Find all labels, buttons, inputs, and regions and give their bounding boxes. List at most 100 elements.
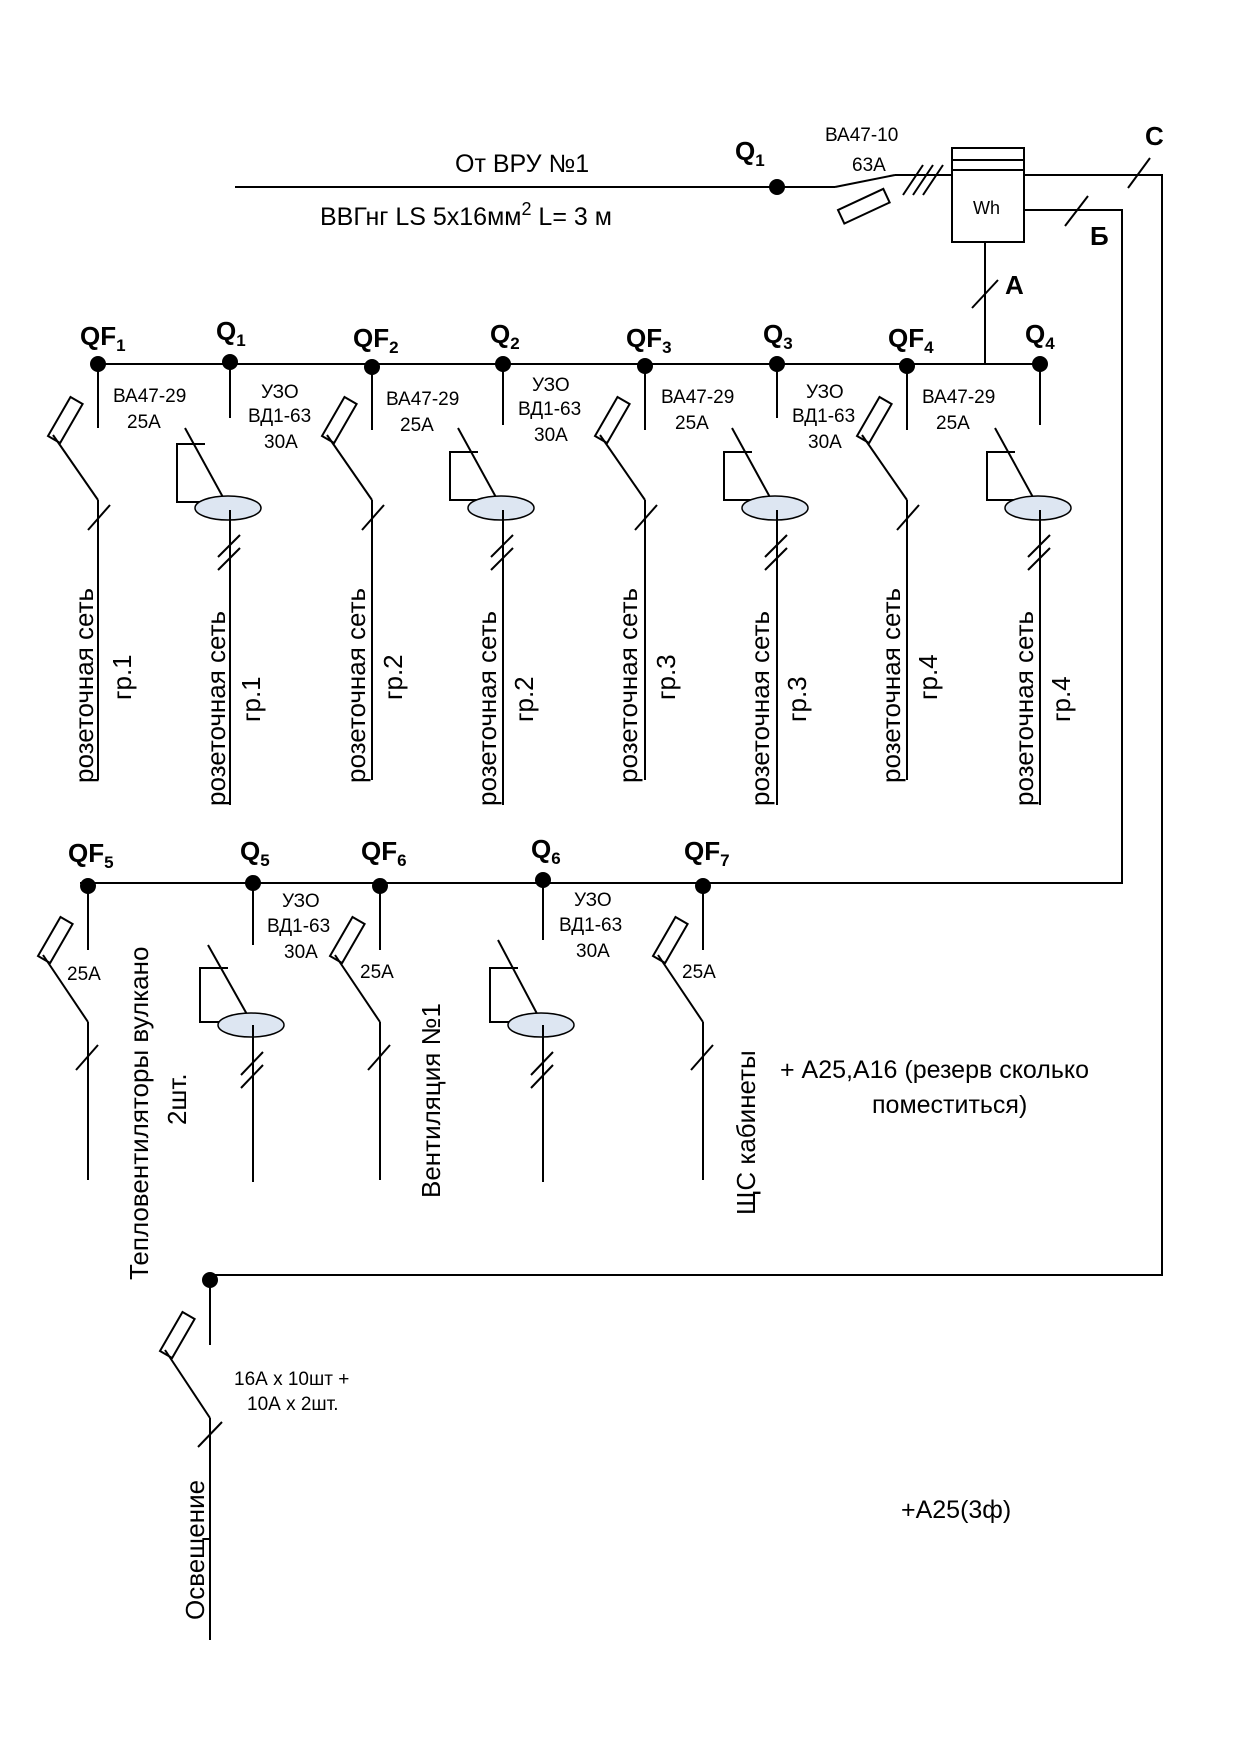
rcd-switch	[449, 364, 535, 805]
circuit-label: розеточная сеть	[745, 611, 775, 806]
rcd-model: ВД1-63	[559, 915, 622, 936]
device-label: QF5	[68, 838, 114, 872]
row1-breakers	[46, 364, 920, 780]
circuit-breaker	[320, 367, 385, 780]
device-label: QF1	[80, 321, 126, 355]
phase-c-label: С	[1145, 121, 1164, 151]
row1-labels: QF1 Q1 QF2 Q2 QF3 Q3 QF4 Q4 ВА47-29 25А …	[80, 316, 1055, 453]
rcd-rating: 30А	[534, 425, 568, 446]
circuit-breaker	[328, 886, 391, 1180]
phase-c-line	[205, 174, 1163, 1276]
row2-bus	[80, 872, 711, 894]
rcd-rating: 30А	[264, 432, 298, 453]
reserve-note: поместиться)	[872, 1091, 1027, 1119]
circuit-breaker	[593, 366, 658, 780]
source-label: От ВРУ №1	[455, 150, 589, 178]
rcd-rating: 30А	[576, 941, 610, 962]
device-label: QF4	[888, 323, 934, 357]
device-label: QF2	[353, 323, 399, 357]
device-label: Q1	[216, 316, 246, 350]
circuit-label: Освещение	[180, 1480, 210, 1620]
device-label: QF7	[684, 836, 730, 870]
device-label: QF3	[626, 323, 672, 357]
main-breaker-handle	[836, 187, 891, 225]
device-label: Q6	[531, 834, 561, 868]
meter-box	[951, 147, 1025, 243]
breaker-rating: 25А	[400, 415, 434, 436]
main-breaker-type: ВА47-10	[825, 125, 898, 146]
circuit-breaker	[36, 886, 99, 1180]
circuit-label: розеточная сеть	[472, 611, 502, 806]
main-breaker-rating: 63А	[852, 155, 886, 176]
breaker-type: ВА47-29	[922, 387, 995, 408]
breaker-type: ВА47-29	[386, 389, 459, 410]
rcd-type: УЗО	[574, 890, 612, 911]
row2-circuit-labels: Тепловентиляторы вулкано 2шт. Вентиляция…	[124, 947, 1089, 1280]
circuit-label: розеточная сеть	[613, 588, 643, 783]
lighting-rating: 10А х 2шт.	[247, 1394, 339, 1415]
circuit-label: гр.4	[913, 654, 943, 700]
breaker-rating: 25А	[682, 962, 716, 983]
rcd-model: ВД1-63	[248, 406, 311, 427]
lighting-circuit: 16А х 10шт + 10А х 2шт. Освещение	[158, 1272, 349, 1640]
circuit-label: гр.2	[378, 654, 408, 700]
row1-circuit-labels: розеточная сеть гр.1 розеточная сеть гр.…	[69, 588, 1076, 806]
meter-label: Wh	[973, 198, 1000, 218]
circuit-label: ЩС кабинеты	[731, 1050, 761, 1215]
cable-label: ВВГнг LS 5х16мм2 L= 3 м	[320, 199, 612, 231]
breaker-rating: 25А	[936, 413, 970, 434]
rcd-rating: 30А	[808, 432, 842, 453]
rcd-switch	[176, 362, 262, 805]
circuit-label: гр.4	[1046, 676, 1076, 722]
main-switch-label: Q1	[735, 136, 765, 170]
breaker-type: ВА47-29	[113, 386, 186, 407]
rcd-rating: 30А	[284, 942, 318, 963]
rcd-type: УЗО	[282, 891, 320, 912]
device-label: QF6	[361, 836, 407, 870]
rcd-type: УЗО	[532, 375, 570, 396]
reserve-note: + А25,А16 (резерв сколько	[780, 1056, 1089, 1084]
phase-a-label: А	[1005, 270, 1024, 300]
circuit-label: гр.3	[651, 654, 681, 700]
circuit-label: гр.2	[509, 676, 539, 722]
rcd-model: ВД1-63	[792, 406, 855, 427]
row2-breakers	[36, 886, 714, 1180]
device-label: Q2	[490, 319, 520, 353]
rcd-model: ВД1-63	[518, 399, 581, 420]
rcd-model: ВД1-63	[267, 916, 330, 937]
lighting-rating: 16А х 10шт +	[234, 1369, 349, 1390]
phase-b-label: Б	[1090, 221, 1109, 251]
circuit-label: розеточная сеть	[341, 588, 371, 783]
breaker-rating: 25А	[360, 962, 394, 983]
rcd-switch	[489, 880, 575, 1182]
row2-labels: QF5 Q5 QF6 Q6 QF7 25А УЗО ВД1-63 30А 25А…	[67, 834, 730, 985]
circuit-breaker	[46, 364, 111, 780]
circuit-label: розеточная сеть	[201, 611, 231, 806]
circuit-label: Вентиляция №1	[416, 1003, 446, 1198]
main-breaker-blade	[834, 174, 896, 188]
circuit-label: розеточная сеть	[876, 588, 906, 783]
circuit-label: Тепловентиляторы вулкано	[124, 947, 154, 1280]
circuit-label: гр.3	[782, 676, 812, 722]
breaker-rating: 25А	[127, 412, 161, 433]
row2-rcds	[199, 880, 575, 1182]
rcd-switch	[723, 364, 809, 805]
rcd-type: УЗО	[261, 382, 299, 403]
breaker-type: ВА47-29	[661, 387, 734, 408]
circuit-label: 2шт.	[162, 1073, 192, 1125]
incomer: От ВРУ №1 ВВГнг LS 5х16мм2 L= 3 м Q1 ВА4…	[80, 121, 1164, 1276]
incomer-node	[769, 179, 785, 195]
circuit-label: розеточная сеть	[69, 588, 99, 783]
row1-rcds	[176, 362, 1072, 805]
circuit-label: гр.1	[236, 676, 266, 722]
device-label: Q3	[763, 319, 793, 353]
breaker-rating: 25А	[675, 413, 709, 434]
breaker-rating: 25А	[67, 964, 101, 985]
phase-b-line	[80, 209, 1123, 884]
circuit-breaker	[651, 886, 714, 1180]
circuit-label: гр.1	[107, 654, 137, 700]
circuit-breaker	[855, 366, 920, 780]
footer-note: +А25(3ф)	[901, 1496, 1011, 1524]
device-label: Q4	[1025, 319, 1055, 353]
